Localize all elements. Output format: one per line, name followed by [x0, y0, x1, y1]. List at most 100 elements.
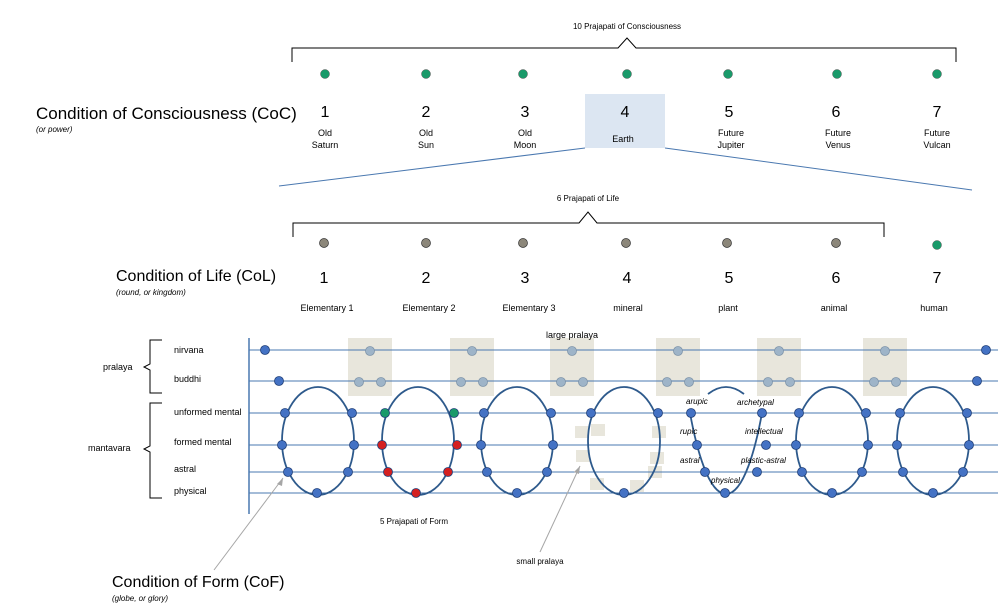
globe-dot	[449, 408, 459, 418]
label-intellectual: intellectual	[745, 427, 783, 436]
coc-stages: 1 Old Saturn 2 Old Sun 3 Old Moon 4 Eart…	[312, 104, 951, 150]
col-stage-label: Elementary 3	[502, 303, 555, 313]
globe-ellipse	[587, 386, 661, 496]
coc-heading: Condition of Consciousness (CoC)	[36, 104, 297, 123]
label-plastic-astral: plastic-astral	[740, 456, 786, 465]
col-stage-label: human	[920, 303, 948, 313]
globe-dot	[827, 488, 837, 498]
plane-label-formed-mental: formed mental	[174, 437, 232, 447]
col-heading: Condition of Life (CoL)	[116, 268, 276, 285]
cof-arrowhead	[277, 478, 283, 486]
cof-heading: Condition of Form (CoF)	[112, 574, 285, 591]
coc-stage-label: Future	[825, 128, 851, 138]
col-dot	[932, 240, 942, 250]
plane-label-buddhi: buddhi	[174, 374, 201, 384]
coc-dot	[723, 69, 733, 79]
coc-stage-label: Future	[718, 128, 744, 138]
mantavara-bracket	[142, 402, 162, 499]
coc-stage-label: Vulcan	[923, 140, 950, 150]
globe-dot	[349, 440, 359, 450]
globe-dot	[700, 467, 710, 477]
pralaya-dot	[880, 346, 890, 356]
globe-dot	[958, 467, 968, 477]
coc-stage-label: Old	[419, 128, 433, 138]
globe-dot	[312, 488, 322, 498]
col-stage-number: 1	[320, 270, 329, 287]
plane-label-physical: physical	[174, 486, 207, 496]
globe-dot	[892, 440, 902, 450]
small-pralaya-label: small pralaya	[516, 557, 564, 566]
pralaya-bracket	[142, 339, 162, 394]
col-subheading: (round, or kingdom)	[116, 288, 186, 297]
col-stage-label: mineral	[613, 303, 643, 313]
mantavara-group-label: mantavara	[88, 443, 131, 453]
coc-subheading: (or power)	[36, 125, 73, 134]
pralaya-block	[591, 424, 605, 436]
label-arupic: arupic	[686, 397, 708, 406]
coc-stage-number: 3	[521, 104, 530, 121]
coc-dot	[932, 69, 942, 79]
coc-dot	[421, 69, 431, 79]
globe-dot	[443, 467, 453, 477]
coc-stage-label: Earth	[612, 134, 634, 144]
coc-dot	[832, 69, 842, 79]
globe-dot	[863, 440, 873, 450]
col-stage-label: Elementary 1	[300, 303, 353, 313]
col-bracket	[292, 211, 885, 237]
plane-label-astral: astral	[174, 464, 196, 474]
coc-dots	[320, 69, 942, 79]
pralaya-block	[576, 450, 590, 462]
col-stage-label: animal	[821, 303, 848, 313]
pralaya-dot	[869, 377, 879, 387]
globe-ellipse	[281, 386, 355, 496]
globe-dot	[757, 408, 767, 418]
pralaya-dot	[467, 346, 477, 356]
globe-dot	[482, 467, 492, 477]
pralaya-dot	[578, 377, 588, 387]
col-dot	[518, 238, 528, 248]
globe-dot	[546, 408, 556, 418]
globe-dot	[761, 440, 771, 450]
pralaya-dot	[456, 377, 466, 387]
col-stage-number: 6	[832, 270, 841, 287]
label-rupic: rupic	[680, 427, 697, 436]
globe-dot	[283, 467, 293, 477]
node-dot	[981, 345, 991, 355]
col-stage-number: 7	[933, 270, 942, 287]
globe-dot	[895, 408, 905, 418]
plane-dots	[260, 345, 991, 498]
col-dot	[621, 238, 631, 248]
coc-stage-number: 4	[621, 104, 630, 121]
pralaya-dot	[891, 377, 901, 387]
globe-dot	[686, 408, 696, 418]
globe-ellipse	[896, 386, 970, 496]
pralaya-dot	[684, 377, 694, 387]
coc-stage-label: Sun	[418, 140, 434, 150]
globe-dot	[857, 467, 867, 477]
globe-dot	[720, 488, 730, 498]
pralaya-dot	[763, 377, 773, 387]
globe-dot	[964, 440, 974, 450]
globe-dot	[797, 467, 807, 477]
small-pralaya-blocks	[575, 424, 666, 492]
col-stage-label: Elementary 2	[402, 303, 455, 313]
plane-label-nirvana: nirvana	[174, 345, 204, 355]
node-dot	[260, 345, 270, 355]
cof-pointer	[213, 477, 284, 571]
col-dots	[319, 238, 942, 250]
col-stage-number: 4	[623, 270, 632, 287]
coc-stage-label: Moon	[514, 140, 537, 150]
col-stage-number: 5	[725, 270, 734, 287]
globe-dot	[277, 440, 287, 450]
globe-dot	[411, 488, 421, 498]
globe-dot	[962, 408, 972, 418]
large-pralaya-label: large pralaya	[546, 330, 598, 340]
label-physical: physical	[710, 476, 740, 485]
globe-dot	[452, 440, 462, 450]
coc-stage-label: Old	[318, 128, 332, 138]
col-dot	[319, 238, 329, 248]
coc-stage-number: 7	[933, 104, 942, 121]
zoom-line-right	[664, 147, 973, 191]
label-astral: astral	[680, 456, 700, 465]
